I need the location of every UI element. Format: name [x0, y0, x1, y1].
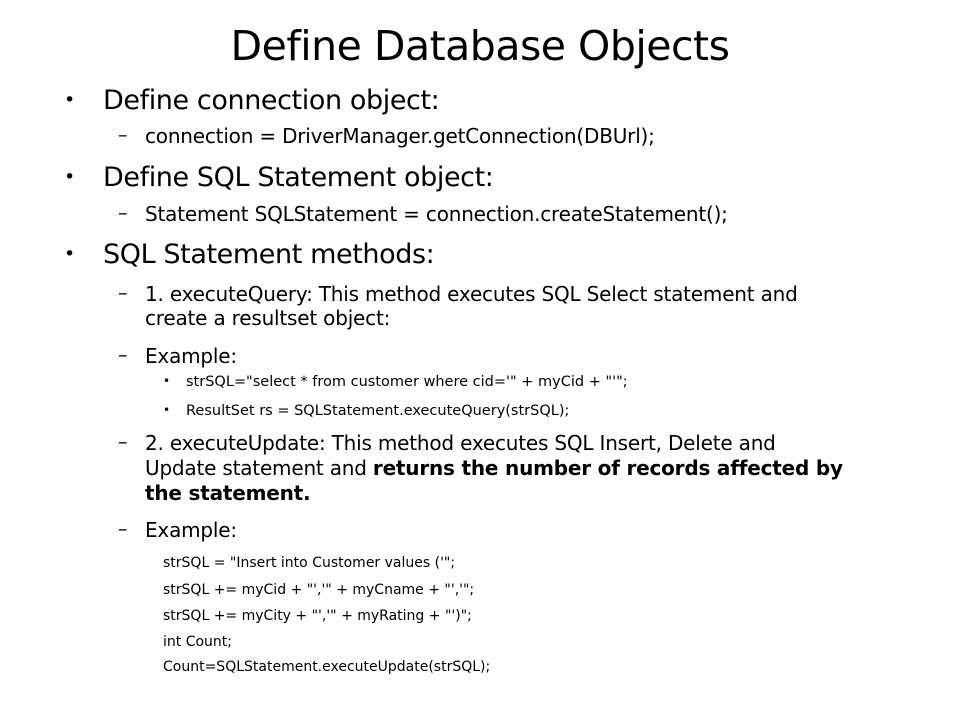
bullet-marker: •	[64, 243, 76, 265]
dash-marker: –	[118, 124, 128, 146]
bullet-marker: •	[64, 89, 76, 111]
example1-code-1: strSQL="select * from customer where cid…	[186, 374, 628, 390]
dash-marker: –	[118, 202, 128, 224]
bullet-marker: •	[64, 166, 76, 188]
execute-update-line-3: the statement.	[145, 481, 311, 505]
example2-code-line: strSQL += myCity + "','" + myRating + "'…	[163, 608, 472, 624]
execute-update-line-1: 2. executeUpdate: This method executes S…	[145, 431, 776, 455]
connection-heading: Define connection object:	[103, 85, 440, 116]
dash-marker: –	[118, 282, 128, 304]
statement-heading: Define SQL Statement object:	[103, 162, 494, 193]
example2-code-line: strSQL += myCid + "','" + myCname + "','…	[163, 582, 475, 598]
execute-update-line-2-bold: returns the number of records affected b…	[372, 456, 843, 480]
example1-code-2: ResultSet rs = SQLStatement.executeQuery…	[186, 403, 570, 419]
execute-query-line-1: 1. executeQuery: This method executes SQ…	[145, 282, 798, 306]
execute-update-line-2-normal: Update statement and	[145, 456, 373, 480]
example-label-1: Example:	[145, 344, 237, 368]
example2-code-line: int Count;	[163, 634, 232, 650]
dash-marker: –	[118, 431, 128, 453]
execute-query-line-2: create a resultset object:	[145, 306, 391, 330]
dash-marker: –	[118, 344, 128, 366]
dash-marker: –	[118, 518, 128, 540]
bullet-marker: •	[163, 403, 171, 417]
bullet-marker: •	[163, 374, 171, 388]
example2-code-line: strSQL = "Insert into Customer values ('…	[163, 555, 456, 571]
slide-title: Define Database Objects	[230, 22, 730, 70]
example2-code-line: Count=SQLStatement.executeUpdate(strSQL)…	[163, 659, 491, 675]
connection-code: connection = DriverManager.getConnection…	[145, 124, 655, 148]
execute-update-line-2: Update statement and returns the number …	[145, 456, 843, 481]
methods-heading: SQL Statement methods:	[103, 239, 435, 270]
example-label-2: Example:	[145, 518, 237, 542]
statement-code: Statement SQLStatement = connection.crea…	[145, 202, 728, 226]
